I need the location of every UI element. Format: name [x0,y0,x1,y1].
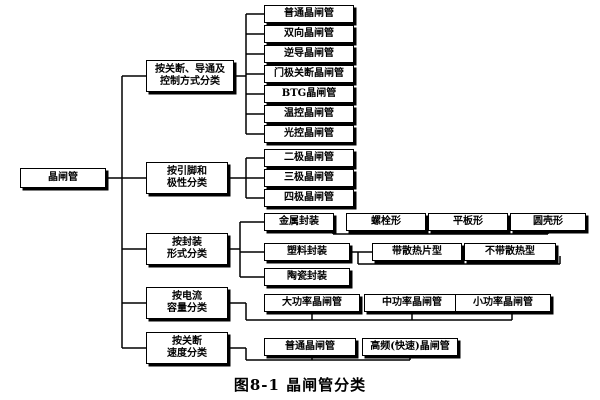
leaf-ordinary-speed-thyristor: 普通晶闸管 [264,338,356,356]
leaf-without-heatsink: 不带散热型 [464,243,556,261]
branch-package-form: 按封装 形式分类 [146,233,228,265]
leaf-metal-package: 金属封装 [264,213,334,231]
leaf-with-heatsink: 带散热片型 [372,243,462,261]
leaf-gate-turnoff-thyristor: 门极关断晶闸管 [264,65,354,83]
leaf-two-terminal-thyristor: 二极晶闸管 [264,149,354,167]
leaf-bolt-type: 螺栓形 [346,213,426,231]
leaf-ordinary-thyristor: 普通晶闸管 [264,5,354,23]
leaf-four-terminal-thyristor: 四极晶闸管 [264,189,354,207]
leaf-three-terminal-thyristor: 三极晶闸管 [264,169,354,187]
figure-caption: 图8-1 晶闸管分类 [233,376,367,394]
leaf-high-power-thyristor: 大功率晶闸管 [264,294,360,312]
root-node: 晶闸管 [20,168,106,188]
leaf-reverse-conducting-thyristor: 逆导晶闸管 [264,45,354,63]
leaf-flat-type: 平板形 [428,213,508,231]
leaf-ceramic-package: 陶瓷封装 [264,268,350,286]
leaf-fast-thyristor: 高频(快速)晶闸管 [362,338,458,356]
branch-turnoff-speed: 按关断 速度分类 [146,332,228,364]
branch-pin-polarity: 按引脚和 极性分类 [146,162,228,194]
branch-control-method: 按关断、导通及 控制方式分类 [146,60,234,92]
leaf-temperature-controlled-thyristor: 温控晶闸管 [264,105,354,123]
leaf-round-shell-type: 圆壳形 [510,213,586,231]
leaf-light-controlled-thyristor: 光控晶闸管 [264,125,354,143]
leaf-btg-thyristor: BTG晶闸管 [264,85,354,103]
leaf-low-power-thyristor: 小功率晶闸管 [455,294,551,312]
leaf-medium-power-thyristor: 中功率晶闸管 [364,294,460,312]
branch-current-capacity: 按电流 容量分类 [146,287,228,319]
leaf-bidirectional-thyristor: 双向晶闸管 [264,25,354,43]
leaf-plastic-package: 塑料封装 [264,243,350,261]
